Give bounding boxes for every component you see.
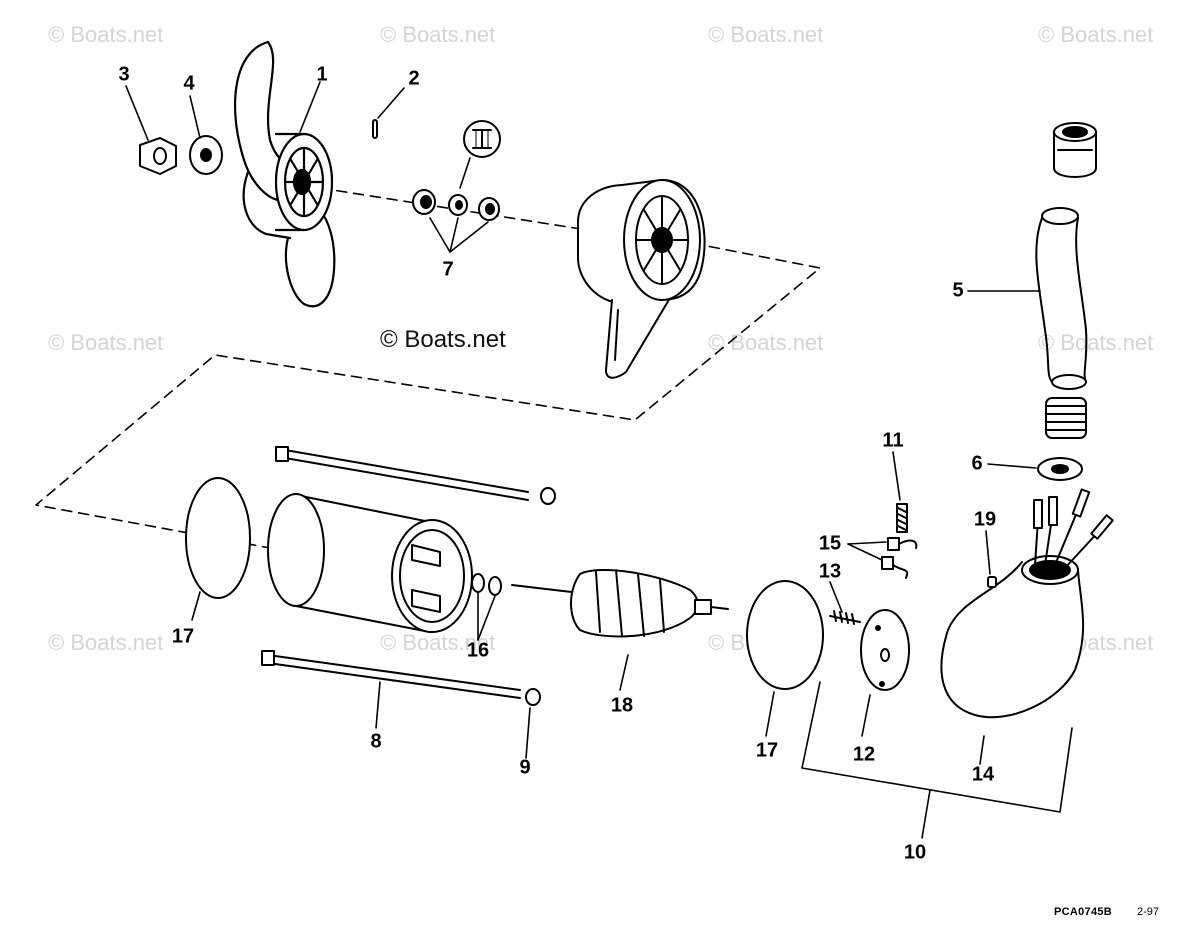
sealant-symbol-icon (463, 120, 501, 158)
small-o-rings (471, 573, 502, 596)
callout-5: 5 (952, 279, 964, 302)
motor-housing (267, 493, 473, 633)
o-ring-right (746, 580, 824, 690)
assembly-bracket (801, 681, 1073, 839)
steering-tube (1035, 207, 1088, 390)
brush-plate (860, 609, 910, 691)
drawing-code: PCA0745B (1054, 906, 1113, 918)
watermark: © Boats.net (48, 22, 164, 47)
callout-2: 2 (408, 67, 420, 90)
propeller-nut (139, 137, 177, 175)
callout-16: 16 (466, 639, 490, 662)
watermark: © Boats.net (708, 22, 824, 47)
callout-19: 19 (973, 508, 997, 531)
callout-18: 18 (610, 694, 634, 717)
center-watermark: © Boats.net (380, 326, 506, 353)
callout-12: 12 (852, 743, 876, 766)
brush-spring (896, 503, 908, 533)
callout-15: 15 (818, 532, 842, 555)
watermark: © Boats.net (48, 630, 164, 655)
watermark: © Boats.net (380, 22, 496, 47)
drawing-date: 2-97 (1137, 906, 1160, 918)
watermark: © Boats.net (1038, 22, 1154, 47)
lower-unit-housing (577, 179, 706, 379)
threaded-insert (1045, 397, 1087, 439)
set-screw (987, 576, 997, 588)
watermark: © Boats.net (380, 630, 496, 655)
watermark: © Boats.net (48, 330, 164, 355)
callout-10: 10 (903, 841, 927, 864)
thrust-washer (189, 135, 223, 175)
brushes (881, 537, 918, 579)
callout-11: 11 (882, 429, 904, 452)
callout-7: 7 (442, 258, 454, 281)
callout-14: 14 (971, 763, 995, 786)
watermark: © Boats.net (1038, 330, 1154, 355)
through-bolts (261, 446, 529, 699)
propeller (233, 40, 336, 308)
leader-lines (125, 81, 1041, 765)
motor-end-housing (940, 488, 1114, 719)
callout-17: 17 (755, 739, 779, 762)
washer-upper (540, 487, 556, 505)
callout-1: 1 (316, 63, 328, 86)
armature (511, 568, 729, 638)
callout-17: 17 (171, 625, 195, 648)
drive-pin (372, 119, 378, 139)
callout-8: 8 (370, 730, 382, 753)
callout-3: 3 (118, 63, 130, 86)
end-cap-screw (829, 610, 861, 625)
washer-lower (525, 688, 541, 706)
grommet (1037, 457, 1083, 481)
o-ring-left (185, 477, 251, 599)
callout-13: 13 (818, 560, 842, 583)
seals-and-bearings (412, 189, 500, 221)
callout-4: 4 (183, 72, 195, 95)
callout-9: 9 (519, 756, 531, 779)
tube-collar (1053, 122, 1097, 178)
callout-6: 6 (971, 452, 983, 475)
watermark: © Boats.net (708, 330, 824, 355)
